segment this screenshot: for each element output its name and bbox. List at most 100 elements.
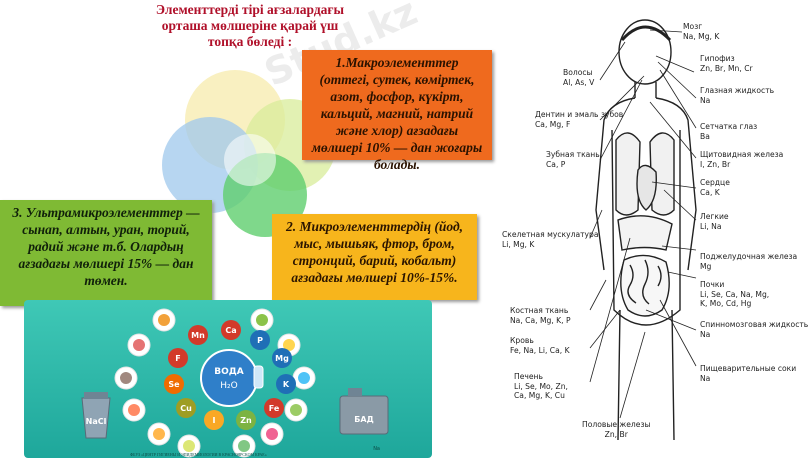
element-mn	[188, 325, 208, 345]
food-icon	[283, 339, 295, 351]
pointer-thyroid	[649, 101, 697, 159]
food-icon	[290, 404, 302, 416]
pointer-brain	[649, 29, 683, 33]
food-icon	[256, 314, 268, 326]
water-bottle-icon	[253, 365, 264, 389]
element-cu-label: Cu	[180, 404, 192, 413]
pointer-liver	[589, 237, 631, 383]
hair-outline	[620, 25, 672, 42]
food-icon	[133, 339, 145, 351]
intestines-shape	[620, 254, 670, 317]
element-fe-label: Fe	[269, 404, 280, 413]
element-mg-label: Mg	[275, 354, 289, 363]
element-zn-label: Zn	[240, 416, 252, 425]
macro-elements-box: 1.Макроэлементтер (оттегі, сутек, көмірт…	[302, 50, 492, 172]
pointer-lungs	[663, 189, 697, 221]
heart-shape	[636, 164, 657, 211]
lung-right	[649, 132, 675, 216]
element-cu	[176, 398, 196, 418]
page-title: Элементтерді тірі ағзалардағы орташа мөл…	[155, 2, 345, 49]
pointer-gonads	[619, 331, 646, 419]
pointer-heart	[651, 181, 697, 189]
torso-outline	[611, 129, 681, 326]
pointer-dentin	[599, 75, 645, 121]
element-f-label: F	[175, 354, 180, 363]
element-k	[276, 374, 296, 394]
element-zn	[236, 410, 256, 430]
food-icon	[298, 372, 310, 384]
pointer-hair	[599, 41, 626, 81]
legs-outline	[617, 309, 675, 441]
food-icon	[153, 428, 165, 440]
water-circle	[200, 349, 258, 407]
supplement-box-icon	[339, 395, 389, 435]
element-wheel: Mn Ca P Mg K Fe Zn I Cu Se F ВОДА H₂O	[81, 308, 389, 458]
element-i	[204, 410, 224, 430]
pointer-digestive	[659, 299, 697, 367]
head-outline	[618, 19, 672, 85]
element-ca-label: Ca	[225, 326, 236, 335]
nacl-label: NaCl	[86, 417, 107, 426]
liver-shape	[617, 215, 673, 251]
element-k-label: K	[283, 380, 290, 389]
element-p-label: P	[257, 336, 263, 345]
nutrition-panel: Mn Ca P Mg K Fe Zn I Cu Se F ВОДА H₂O	[24, 300, 432, 458]
element-se-label: Se	[168, 380, 180, 389]
intestine-folds	[627, 259, 662, 305]
food-icon	[158, 314, 170, 326]
element-f	[168, 348, 188, 368]
pointer-eye-fluid	[657, 61, 697, 99]
pointer-kidneys	[667, 271, 697, 279]
food-icon	[128, 404, 140, 416]
pointer-tooth	[599, 79, 643, 161]
bad-label: БАД	[354, 415, 373, 424]
pointer-pancreas	[661, 245, 697, 251]
salt-shaker-cap	[84, 392, 108, 399]
element-mg	[272, 348, 292, 368]
element-i-label: I	[213, 416, 216, 425]
water-formula: H₂O	[220, 381, 237, 391]
water-label: ВОДА	[214, 367, 244, 377]
element-p	[250, 330, 270, 350]
circle-center	[224, 134, 276, 186]
food-icon	[183, 440, 195, 452]
ultra-elements-box: 3. Ультрамикроэлементтер — сынап, алтын,…	[0, 200, 212, 306]
lung-left	[615, 132, 641, 216]
food-icon	[266, 428, 278, 440]
body-illustration	[589, 19, 697, 441]
pointer-retina	[659, 69, 697, 129]
element-mn-label: Mn	[191, 331, 205, 340]
micro-elements-box: 2. Микроэлементтердің (йод, мыс, мышьяк,…	[272, 214, 477, 300]
panel-footer: ФБУЗ «ЦЕНТР ГИГИЕНЫ И ЭПИДЕМИОЛОГИИ В КР…	[130, 452, 267, 457]
element-ca	[221, 320, 241, 340]
supplement-box-lid	[348, 388, 362, 396]
food-icon	[120, 372, 132, 384]
decorative-circles	[162, 70, 336, 237]
element-na-label: Na	[373, 446, 380, 452]
element-se	[164, 374, 184, 394]
element-fe	[264, 398, 284, 418]
pointer-pituitary	[655, 55, 695, 73]
pointer-bone	[589, 279, 607, 311]
food-icon	[238, 440, 250, 452]
pointer-muscle	[589, 209, 603, 239]
